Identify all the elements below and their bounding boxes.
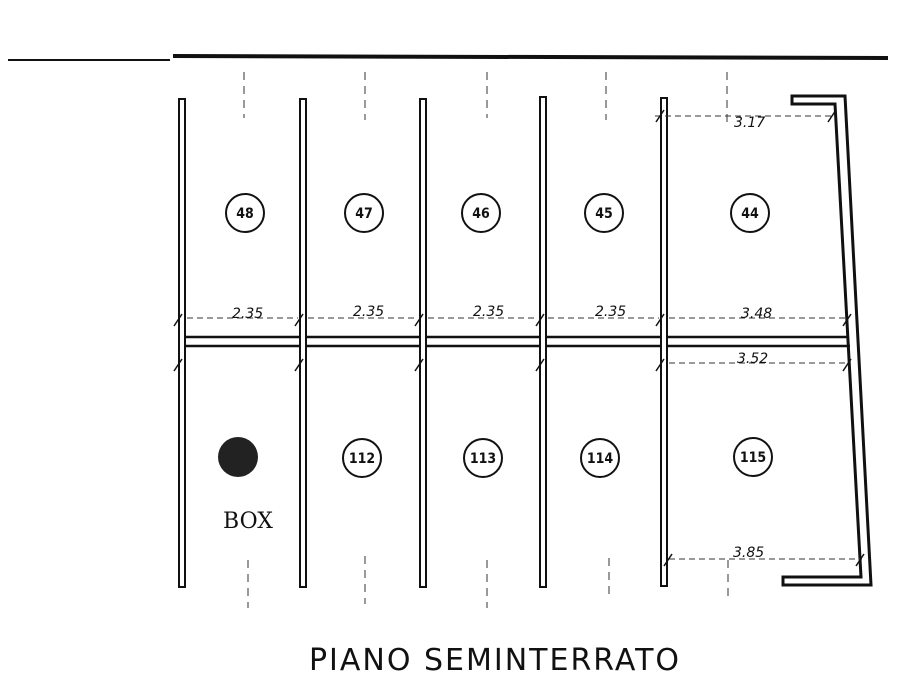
dim-47: 2.35 [353, 304, 384, 320]
outer-wall-right [781, 94, 873, 587]
dimension-ticks [173, 109, 865, 567]
unit-113: 113 [463, 438, 503, 478]
svg-text:114: 114 [587, 451, 614, 467]
svg-text:112: 112 [349, 451, 375, 467]
unit-47: 47 [344, 193, 384, 233]
unit-48: 48 [225, 193, 265, 233]
axis-lines [243, 72, 729, 608]
dim-115-bottom: 3.85 [733, 545, 764, 561]
middle-divider [185, 335, 850, 348]
svg-text:115: 115 [740, 450, 766, 466]
partition-walls [178, 96, 668, 588]
unit-112: 112 [342, 438, 382, 478]
dim-44-bottom: 3.48 [741, 306, 772, 322]
boundary-line-main [172, 54, 889, 60]
dimension-lines [187, 115, 862, 560]
filled-circle-marker [218, 437, 258, 477]
svg-text:45: 45 [595, 206, 613, 222]
box-unit: BOX [218, 437, 273, 534]
svg-text:48: 48 [236, 206, 254, 222]
dim-115-top: 3.52 [737, 351, 768, 367]
dim-45: 2.35 [595, 304, 626, 320]
svg-text:113: 113 [470, 451, 496, 467]
unit-114: 114 [580, 438, 620, 478]
unit-44: 44 [730, 193, 770, 233]
unit-45: 45 [584, 193, 624, 233]
dim-46: 2.35 [473, 304, 504, 320]
dim-48: 2.35 [232, 306, 263, 322]
svg-text:47: 47 [355, 206, 373, 222]
unit-115: 115 [733, 437, 773, 477]
svg-text:44: 44 [741, 206, 759, 222]
unit-46: 46 [461, 193, 501, 233]
plan-title: PIANO SEMINTERRATO [309, 643, 681, 678]
svg-text:46: 46 [472, 206, 490, 222]
dim-44-top: 3.17 [734, 115, 765, 131]
svg-text:BOX: BOX [223, 509, 273, 534]
